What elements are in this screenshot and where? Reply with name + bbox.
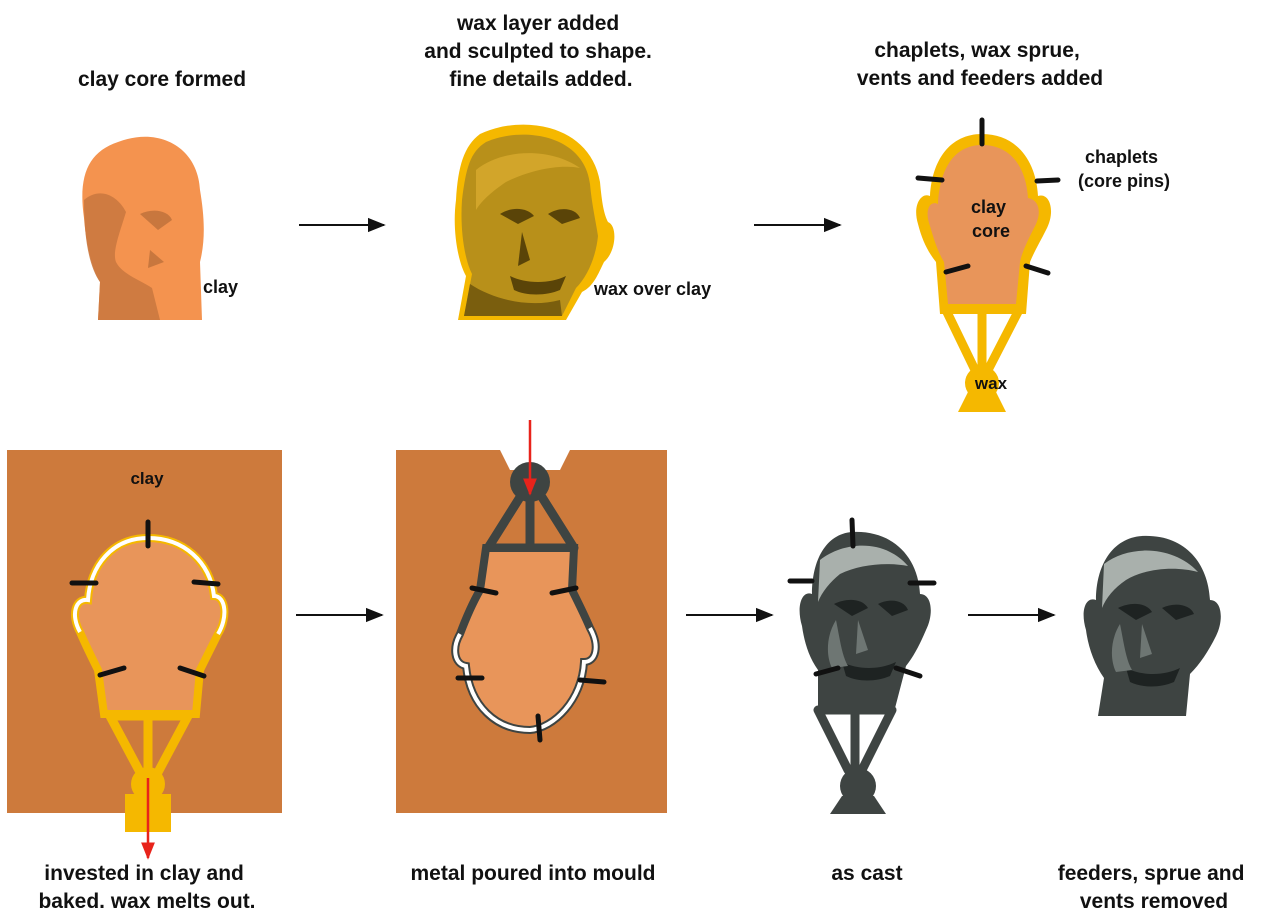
finished-bronze-head: [1084, 536, 1221, 716]
step4-clay-label: clay: [130, 469, 164, 488]
step3-caption: chaplets, wax sprue, vents and feeders a…: [857, 39, 1103, 90]
step2-wax-over-clay-label: wax over clay: [593, 279, 711, 299]
step3-sprue-and-chaplets: chaplets, wax sprue, vents and feeders a…: [857, 39, 1170, 412]
step1-caption: clay core formed: [78, 68, 246, 91]
step5-caption: metal poured into mould: [411, 862, 656, 885]
step7-finished-bronze: feeders, sprue and vents removed: [1058, 536, 1251, 913]
clay-head-illustration: [82, 137, 203, 320]
step2-wax-layer: wax layer added and sculpted to shape. f…: [424, 12, 711, 320]
step6-caption: as cast: [831, 862, 902, 885]
step6-as-cast: as cast: [790, 520, 934, 885]
wax-model-with-sprue: [916, 120, 1058, 412]
step3-chaplets-label: chaplets (core pins): [1078, 147, 1170, 191]
step1-clay-label: clay: [203, 277, 238, 297]
step5-metal-poured: metal poured into mould: [396, 420, 667, 885]
step1-clay-core: clay core formed clay: [78, 68, 246, 320]
step7-caption: feeders, sprue and vents removed: [1058, 862, 1251, 913]
step4-invested-in-clay: clay invested in clay and baked. wax mel…: [7, 450, 282, 913]
wax-head-illustration: [455, 125, 615, 320]
step2-caption: wax layer added and sculpted to shape. f…: [424, 12, 657, 91]
step4-caption: invested in clay and baked. wax melts ou…: [38, 862, 255, 913]
bronze-cast-with-sprue: [790, 520, 934, 814]
step3-wax-label: wax: [974, 374, 1008, 393]
